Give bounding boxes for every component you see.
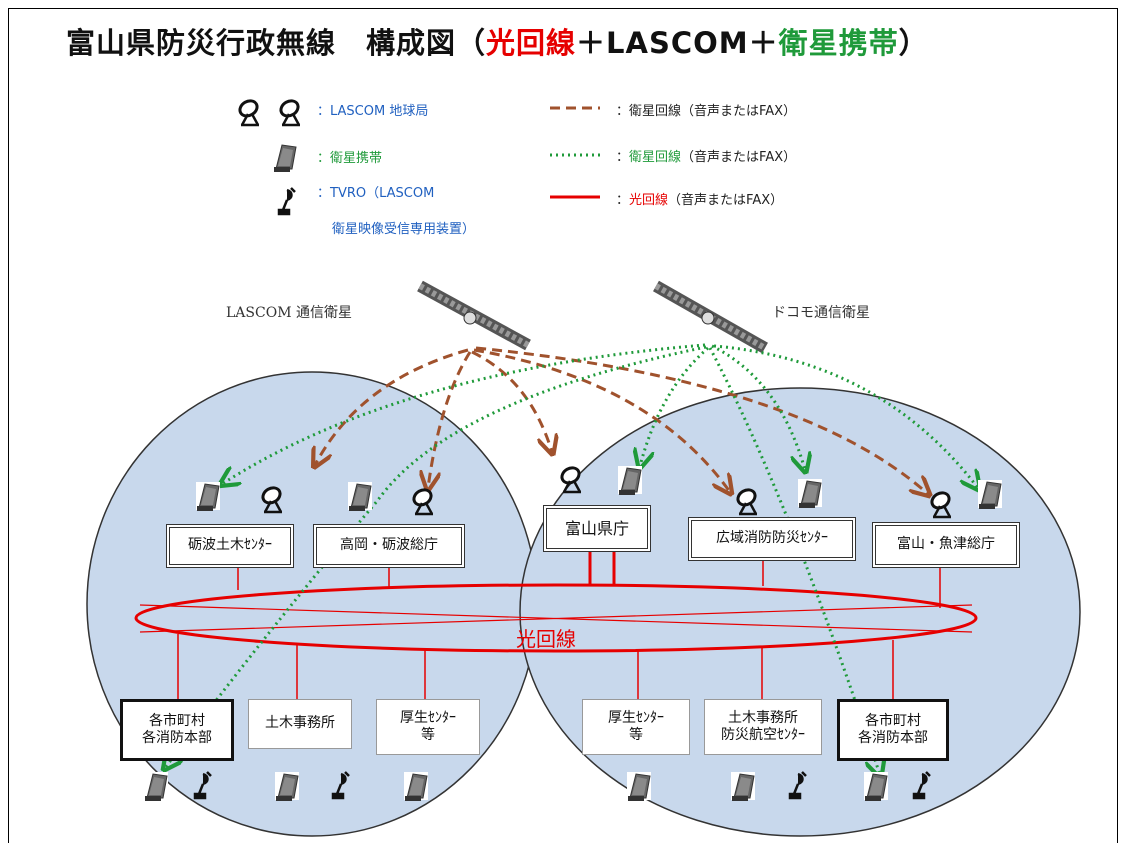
title-lascom: ＋LASCOM＋: [576, 26, 779, 60]
office-disaster-center: 広域消防防災ｾﾝﾀｰ: [688, 517, 856, 561]
office-tonami-doboku: 砺波土木ｾﾝﾀｰ: [166, 524, 294, 568]
sat-phone-icon: [347, 481, 373, 512]
title-sat-mobile: 衛星携帯: [778, 26, 899, 60]
office-health-center-west: 厚生ｾﾝﾀｰ 等: [376, 699, 480, 755]
office-municipal-fire-west: 各市町村 各消防本部: [120, 699, 234, 761]
office-municipal-fire-east: 各市町村 各消防本部: [837, 699, 949, 761]
lascom-satellite-label: LASCOM 通信衛星: [226, 305, 352, 321]
sat-phone-icon: [195, 481, 221, 512]
sat-phone-icon: [143, 771, 169, 802]
legend-tvro-label: ：TVRO（LASCOM: [317, 186, 435, 201]
legend-green-suffix: （音声またはFAX）: [681, 150, 797, 165]
legend-lascom-station-icon: [235, 96, 303, 127]
sat-phone-icon: [797, 478, 823, 509]
legend-green-prefix: ：: [616, 150, 630, 165]
sat-phone-icon: [730, 771, 756, 802]
title-prefix: 富山県防災行政無線 構成図（: [66, 26, 487, 60]
page-title: 富山県防災行政無線 構成図（光回線＋LASCOM＋衛星携帯）: [66, 20, 929, 62]
frame-right-border: [1117, 8, 1118, 843]
legend-sat-mobile-icon: [272, 142, 298, 173]
office-civil-engineering-west: 土木事務所: [248, 699, 352, 749]
sat-phone-icon: [403, 771, 429, 802]
sat-phone-icon: [626, 771, 652, 802]
legend-lascom-station-label: ：LASCOM 地球局: [317, 104, 429, 119]
legend-sat-mobile-label: ：衛星携帯: [317, 151, 383, 166]
lascom-satellite-links: [315, 346, 928, 494]
docomo-satellite-label: ドコモ通信衛星: [772, 305, 870, 321]
legend-red-line-label: ：光回線（音声またはFAX）: [616, 189, 783, 208]
sat-phone-icon: [863, 771, 889, 802]
frame-top-border: [8, 8, 1118, 9]
lascom-satellite-icon: [417, 280, 531, 351]
title-fiber: 光回線: [486, 26, 577, 60]
west-zone-circle: [86, 371, 538, 837]
legend-red-prefix: ：: [616, 193, 630, 208]
sat-phone-icon: [977, 479, 1003, 510]
sat-phone-icon: [274, 771, 300, 802]
legend-brown-line-label: ：衛星回線（音声またはFAX）: [616, 104, 797, 119]
office-toyama-uozu: 富山・魚津総庁: [872, 522, 1020, 568]
sat-phone-icon: [617, 465, 643, 496]
office-toyama-prefecture: 富山県庁: [543, 505, 651, 552]
legend-tvro-label-2: 衛星映像受信専用装置）: [332, 222, 476, 237]
legend-green-line-label: ：衛星回線（音声またはFAX）: [616, 146, 796, 165]
frame-left-border: [8, 8, 9, 843]
legend-tvro-icon: [277, 186, 297, 216]
office-health-center-east: 厚生ｾﾝﾀｰ 等: [582, 699, 690, 755]
legend-green-colored: 衛星回線: [629, 150, 682, 165]
legend-red-suffix: （音声またはFAX）: [668, 193, 784, 208]
fiber-ring-label: 光回線: [516, 627, 576, 651]
title-suffix: ）: [898, 26, 929, 60]
fiber-ring: [134, 550, 978, 700]
docomo-satellite-icon: [653, 280, 768, 354]
office-takaoka-tonami: 高岡・砺波総庁: [313, 524, 465, 568]
legend-red-colored: 光回線: [629, 193, 669, 208]
docomo-satellite-links: [165, 343, 978, 775]
office-civil-aviation-east: 土木事務所 防災航空ｾﾝﾀｰ: [704, 699, 822, 755]
